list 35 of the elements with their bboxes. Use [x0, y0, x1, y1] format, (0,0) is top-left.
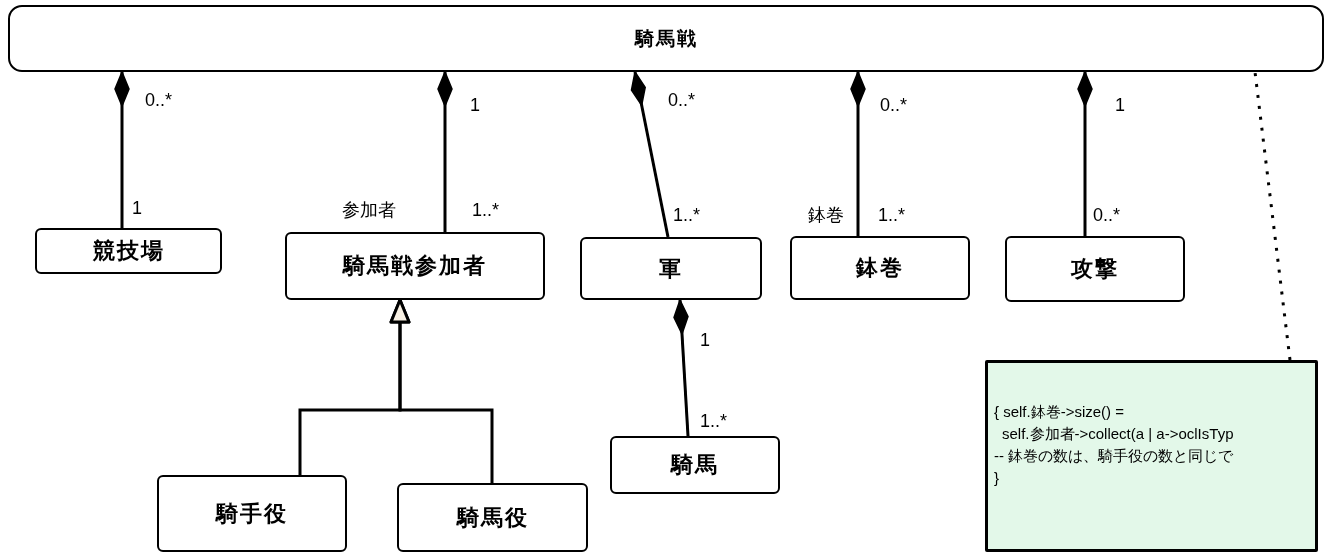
- multiplicity-label: 1..*: [472, 199, 500, 221]
- composition-line: [673, 299, 690, 437]
- constraint-line: self.参加者->collect(a | a->oclIsTyp: [1001, 424, 1235, 444]
- composition-line: [114, 71, 130, 228]
- multiplicity-label: 1..*: [673, 204, 701, 226]
- composition-line: [1077, 71, 1093, 236]
- class-box: 騎馬役: [397, 483, 588, 552]
- multiplicity-label: 0..*: [145, 89, 173, 111]
- class-box: 軍: [580, 237, 762, 300]
- multiplicity-label: 1: [700, 329, 710, 351]
- role-label: 鉢巻: [808, 204, 844, 226]
- composition-line: [630, 71, 670, 238]
- class-box: 騎馬: [610, 436, 780, 494]
- class-box: 鉢巻: [790, 236, 970, 300]
- note-link: [1253, 71, 1292, 361]
- multiplicity-label: 1: [132, 197, 142, 219]
- note-box: [985, 360, 1318, 552]
- multiplicity-label: 1: [1115, 94, 1125, 116]
- generalization-arrow: [389, 298, 494, 483]
- multiplicity-label: 1: [470, 94, 480, 116]
- class-box: 騎手役: [157, 475, 347, 552]
- composition-line: [850, 71, 866, 236]
- constraint-line: -- 鉢巻の数は、騎手役の数と同じで: [994, 446, 1235, 466]
- class-box: 騎馬戦参加者: [285, 232, 545, 300]
- constraint-line: { self.鉢巻->size() =: [994, 402, 1126, 422]
- multiplicity-label: 0..*: [880, 94, 908, 116]
- multiplicity-label: 1..*: [878, 204, 906, 226]
- multiplicity-label: 0..*: [668, 89, 696, 111]
- class-box: 攻撃: [1005, 236, 1185, 302]
- composition-line: [437, 71, 453, 232]
- multiplicity-label: 0..*: [1093, 204, 1121, 226]
- multiplicity-label: 1..*: [700, 410, 728, 432]
- fragment-band: 騎馬戦: [8, 5, 1324, 72]
- constraint-line: }: [994, 468, 1000, 488]
- class-box: 競技場: [35, 228, 222, 274]
